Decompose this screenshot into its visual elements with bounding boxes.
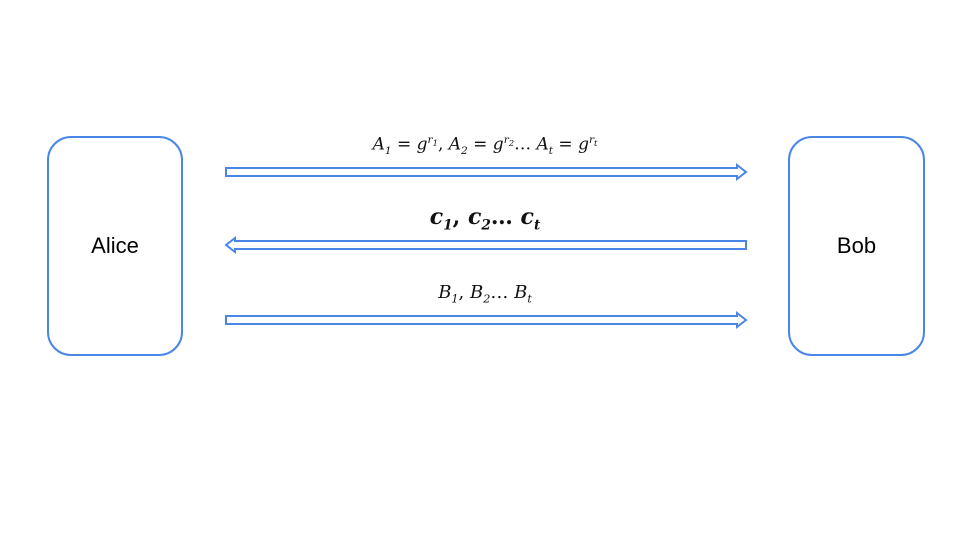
party-bob-label: Bob	[836, 233, 877, 258]
party-alice-label: Alice	[91, 233, 139, 258]
message-3-arrow	[225, 310, 748, 330]
party-bob: Bob	[788, 136, 925, 356]
message-arrows	[224, 162, 748, 330]
message-1-label: A1 = gr1, A2 = gr2… At = grt	[372, 134, 598, 158]
message-1-arrow	[225, 162, 748, 182]
party-alice: Alice	[47, 136, 183, 356]
message-2-label: c1, c2… ct	[429, 204, 541, 234]
message-2-arrow	[224, 235, 747, 255]
message-3-label: B1, B2… Bt	[438, 282, 532, 306]
